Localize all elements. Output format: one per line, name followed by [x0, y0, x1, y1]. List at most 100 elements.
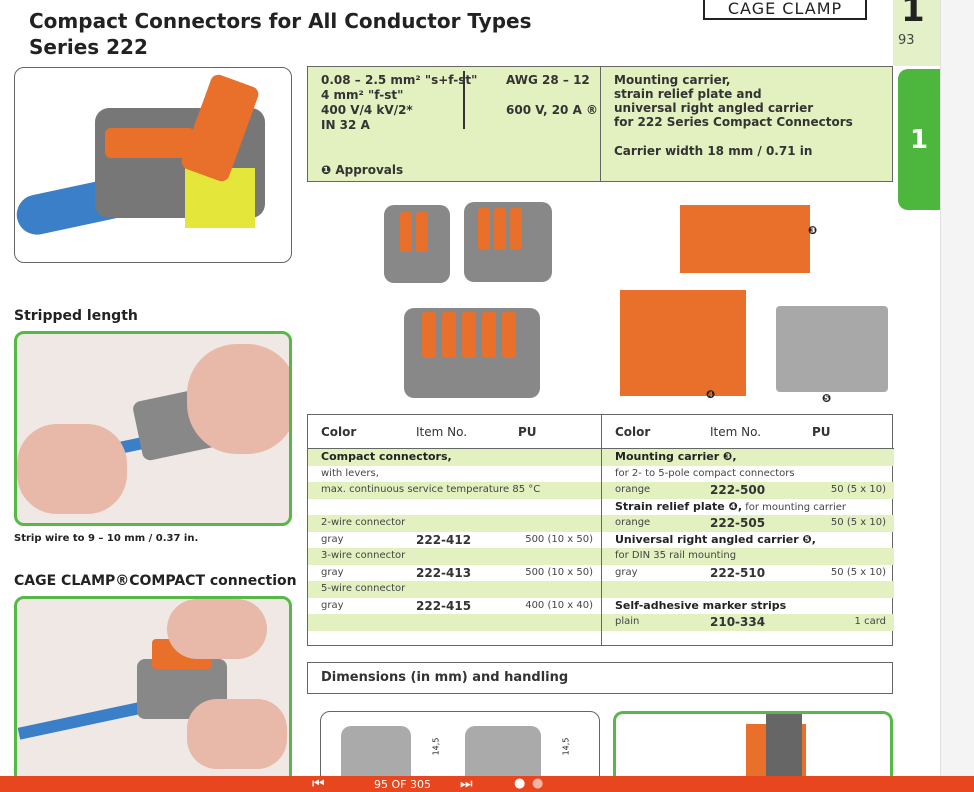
divider: [600, 67, 601, 181]
cell-item-no: 222-510: [710, 565, 766, 580]
row-text: Compact connectors,: [321, 450, 452, 463]
table-row: with levers,: [308, 466, 601, 483]
header-color: Color: [321, 425, 357, 439]
row-text: Self-adhesive marker strips: [615, 598, 787, 612]
page-indicator: 95 OF 305: [374, 778, 431, 791]
row-text: 5-wire connector: [321, 583, 406, 594]
cell-pu: 50 (5 x 10): [830, 566, 886, 578]
table-row: gray 222-510 50 (5 x 10): [602, 565, 894, 582]
row-text: 2-wire connector: [321, 517, 406, 528]
cage-clamp-logo: CAGE CLAMP: [703, 0, 867, 20]
strip-wire-image: [14, 331, 292, 526]
row-text: 3-wire connector: [321, 550, 406, 561]
table-row: [308, 499, 601, 516]
first-page-icon[interactable]: ⏮: [312, 776, 325, 792]
table-row: 5-wire connector: [308, 581, 601, 598]
table-row: Compact connectors,: [308, 449, 601, 466]
table-row: 3-wire connector: [308, 548, 601, 565]
cell-item-no: 222-415: [416, 598, 472, 613]
spec-ratings: 0.08 – 2.5 mm² "s+f-st"4 mm² "f-st"400 V…: [321, 73, 478, 132]
cell-pu: 500 (10 x 50): [525, 566, 593, 578]
cell-color: orange: [615, 484, 651, 495]
table-row: Self-adhesive marker strips: [602, 598, 894, 615]
viewer-toolbar: ⏮ 95 OF 305 ⏭ ● ●: [0, 776, 974, 792]
table-row: [308, 614, 601, 631]
row-text: with levers,: [321, 467, 379, 479]
order-table: Color Item No. PU Compact connectors, with l…: [307, 414, 894, 646]
header-color: Color: [615, 425, 651, 439]
connection-heading: CAGE CLAMP®COMPACT connection: [14, 573, 297, 589]
table-row: gray 222-413 500 (10 x 50): [308, 565, 601, 582]
table-row: max. continuous service temperature 85 °…: [308, 482, 601, 499]
cell-color: orange: [615, 517, 651, 528]
chapter-number: 1: [901, 0, 925, 30]
specification-box: 0.08 – 2.5 mm² "s+f-st"4 mm² "f-st"400 V…: [307, 66, 893, 182]
table-row: orange 222-505 50 (5 x 10): [602, 515, 894, 532]
table-row: for DIN 35 rail mounting: [602, 548, 894, 565]
table-row: gray 222-412 500 (10 x 50): [308, 532, 601, 549]
cell-color: gray: [615, 566, 638, 578]
header-pu: PU: [518, 425, 537, 439]
approvals-label: ❶ Approvals: [321, 163, 404, 177]
strip-caption: Strip wire to 9 – 10 mm / 0.37 in.: [14, 533, 199, 544]
connection-image: [14, 596, 292, 786]
row-text: Strain relief plate ❹,: [615, 499, 743, 513]
connector-cutaway-image: [14, 67, 292, 263]
header-item: Item No.: [416, 425, 468, 439]
cell-color: gray: [321, 533, 344, 545]
table-row: [602, 581, 894, 598]
table-row: Strain relief plate ❹, for mounting carr…: [602, 499, 894, 516]
cell-color: gray: [321, 566, 344, 578]
table-header: Color Item No. PU: [308, 415, 601, 449]
cell-pu: 500 (10 x 50): [525, 533, 593, 545]
accessory-description: Mounting carrier,strain relief plate and…: [614, 73, 853, 158]
last-page-icon[interactable]: ⏭: [460, 776, 473, 792]
marker-5: ❺: [822, 392, 832, 405]
cell-item-no: 222-412: [416, 532, 472, 547]
marker-4: ❹: [706, 388, 716, 401]
cell-item-no: 222-505: [710, 516, 766, 530]
share-icon[interactable]: ●: [532, 776, 544, 791]
dimensions-heading: Dimensions (in mm) and handling: [307, 662, 893, 694]
dimension-label: 14,5: [431, 737, 441, 756]
table-row: for 2- to 5-pole compact connectors: [602, 466, 894, 483]
chapter-tab[interactable]: 1: [898, 69, 940, 210]
strain-relief-plate-image: [620, 290, 746, 396]
stripped-length-heading: Stripped length: [14, 308, 138, 324]
header-item: Item No.: [710, 425, 762, 439]
divider: [463, 71, 465, 129]
table-row: Universal right angled carrier ❺,: [602, 532, 894, 549]
header-pu: PU: [812, 425, 831, 439]
cell-item-no: 222-413: [416, 565, 472, 580]
table-row: gray 222-415 400 (10 x 40): [308, 598, 601, 615]
viewer-margin: [940, 0, 974, 792]
order-table-left: Color Item No. PU Compact connectors, with l…: [308, 415, 601, 645]
right-angled-carrier-image: [776, 306, 888, 392]
row-text: max. continuous service temperature 85 °…: [321, 484, 541, 495]
cell-pu: 400 (10 x 40): [525, 599, 593, 611]
cell-pu: 50 (5 x 10): [830, 484, 886, 495]
table-row: 2-wire connector: [308, 515, 601, 532]
row-text: for DIN 35 rail mounting: [615, 550, 737, 561]
page-number: 93: [898, 33, 915, 48]
cell-item-no: 222-500: [710, 483, 766, 497]
cell-pu: 1 card: [854, 616, 886, 627]
row-text-suffix: for mounting carrier: [742, 501, 846, 513]
cell-pu: 50 (5 x 10): [830, 517, 886, 528]
row-text: Universal right angled carrier ❺,: [615, 532, 816, 546]
table-row: plain 210-334 1 card: [602, 614, 894, 631]
row-text: Mounting carrier ❸,: [615, 450, 737, 463]
page-title: Compact Connectors for All Conductor Typ…: [29, 9, 532, 59]
mounting-carrier-image: [680, 205, 810, 273]
dimension-label: 14,5: [561, 737, 571, 756]
cell-color: plain: [615, 616, 640, 627]
marker-3: ❸: [808, 224, 818, 237]
connector-product-images: [380, 200, 580, 410]
zoom-icon[interactable]: ●: [514, 776, 526, 791]
cell-color: gray: [321, 599, 344, 611]
table-header: Color Item No. PU: [602, 415, 894, 449]
order-table-right: Color Item No. PU Mounting carrier ❸, for 2-…: [601, 415, 894, 645]
cell-item-no: 210-334: [710, 615, 766, 629]
